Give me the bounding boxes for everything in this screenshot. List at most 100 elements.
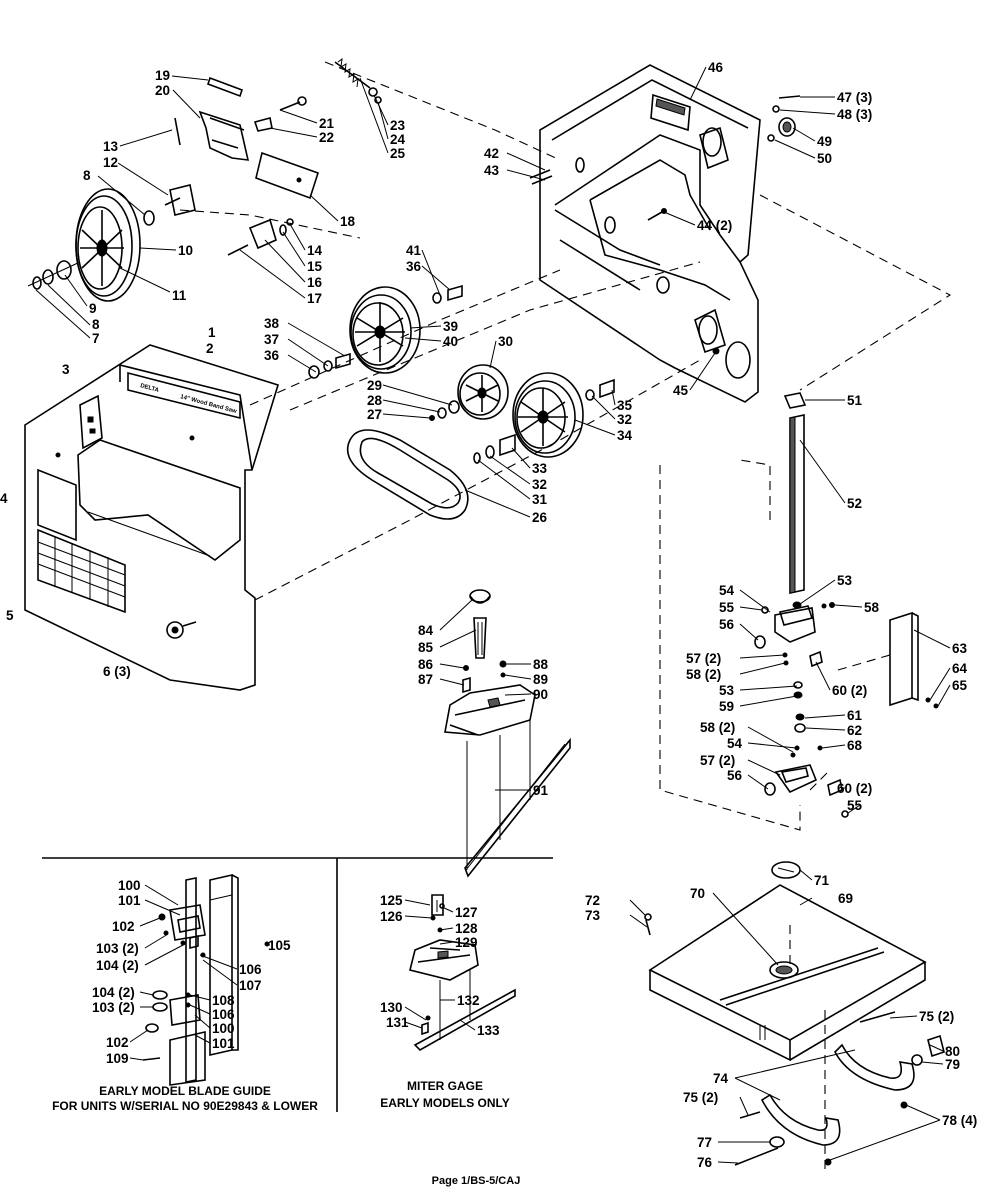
part-label: 49 [817,134,832,149]
part-label: 68 [847,738,863,753]
part-label: 38 [264,316,280,331]
part-label: 28 [367,393,383,408]
part-label: 74 [713,1071,729,1086]
inset-part-label: 103 (2) [96,941,139,956]
part-label: 31 [532,492,548,507]
part-label: 10 [178,243,193,258]
upper-wheel-assembly [27,57,382,302]
part-label: 15 [307,259,323,274]
svg-text:DELTA: DELTA [139,383,160,394]
inset-blade-guide-drawing [142,873,270,1086]
part-label: 23 [390,118,406,133]
part-label: 52 [847,496,862,511]
inset-part-label: 106 [239,962,262,977]
inset-miter-gage-labels: 125 126 127 128 129 130 131 132 133 [380,893,500,1038]
part-label: 76 [697,1155,713,1170]
part-label: 58 [864,600,880,615]
part-label: 3 [62,362,70,377]
part-label: 8 [83,168,91,183]
part-label: 70 [690,886,705,901]
inset-part-label: 105 [268,938,291,953]
miter-gage-caption-line2: EARLY MODELS ONLY [380,1096,510,1110]
leader-lines [35,66,951,1164]
front-cover: DELTA 14" Wood Band Saw [24,344,279,691]
inset-part-label: 108 [212,993,235,1008]
inset-part-label: 130 [380,1000,403,1015]
part-label: 32 [617,412,632,427]
part-label: 79 [945,1057,960,1072]
part-label: 57 (2) [700,753,735,768]
part-label: 54 [727,736,743,751]
inset-frames [42,857,553,1112]
part-label: 50 [817,151,832,166]
part-label: 80 [945,1044,960,1059]
part-label: 1 [208,325,216,340]
part-label: 59 [719,699,734,714]
part-label: 55 [719,600,735,615]
part-label: 54 [719,583,735,598]
inset-blade-guide-labels: 100 101 102 103 (2) 104 (2) 105 106 107 … [92,878,291,1066]
part-label: 21 [319,116,335,131]
part-label: 65 [952,678,968,693]
part-label: 25 [390,146,406,161]
part-label: 46 [708,60,724,75]
part-label: 90 [533,687,548,702]
part-label: 87 [418,672,433,687]
part-label: 16 [307,275,323,290]
lower-wheel-assembly [308,284,615,520]
part-label: 20 [155,83,170,98]
part-label: 72 [585,893,600,908]
inset-part-label: 100 [212,1021,235,1036]
part-label: 41 [406,243,422,258]
part-label: 75 (2) [683,1090,718,1105]
inset-captions: EARLY MODEL BLADE GUIDE FOR UNITS W/SERI… [52,1079,510,1113]
part-label: 86 [418,657,434,672]
part-label: 57 (2) [686,651,721,666]
part-label: 30 [498,334,513,349]
inset-part-label: 107 [239,978,262,993]
part-label: 56 [719,617,735,632]
part-label: 4 [0,491,8,506]
inset-part-label: 109 [106,1051,129,1066]
part-label: 63 [952,641,968,656]
part-label: 84 [418,623,434,638]
part-label: 40 [443,334,458,349]
part-label: 34 [617,428,633,443]
inset-part-label: 106 [212,1007,235,1022]
part-label: 85 [418,640,434,655]
part-labels: 1 2 3 4 5 6 (3) 7 8 8 9 10 11 12 13 14 1… [0,60,977,1170]
page-footer: Page 1/BS-5/CAJ [432,1175,521,1187]
part-label: 88 [533,657,549,672]
part-label: 60 (2) [832,683,867,698]
part-label: 35 [617,398,633,413]
part-label: 39 [443,319,458,334]
part-label: 22 [319,130,334,145]
inset-part-label: 100 [118,878,141,893]
inset-part-label: 125 [380,893,403,908]
part-label: 36 [406,259,422,274]
part-label: 89 [533,672,548,687]
part-label: 6 (3) [103,664,131,679]
inset-part-label: 103 (2) [92,1000,135,1015]
part-label: 64 [952,661,968,676]
part-label: 60 (2) [837,781,872,796]
inset-part-label: 127 [455,905,478,920]
part-label: 56 [727,768,743,783]
part-label: 53 [837,573,853,588]
inset-part-label: 131 [386,1015,409,1030]
inset-part-label: 101 [118,893,141,908]
part-label: 24 [390,132,406,147]
part-label: 27 [367,407,382,422]
guide-post-assembly [754,392,939,818]
part-label: 8 [92,317,100,332]
part-label: 11 [172,288,187,303]
part-label: 44 (2) [697,218,732,233]
blade-guide-caption-line2: FOR UNITS W/SERIAL NO 90E29843 & LOWER [52,1099,318,1113]
inset-part-label: 102 [112,919,135,934]
part-label: 53 [719,683,735,698]
part-label: 91 [533,783,549,798]
part-label: 42 [484,146,499,161]
part-label: 17 [307,291,322,306]
part-label: 2 [206,341,214,356]
part-label: 18 [340,214,356,229]
